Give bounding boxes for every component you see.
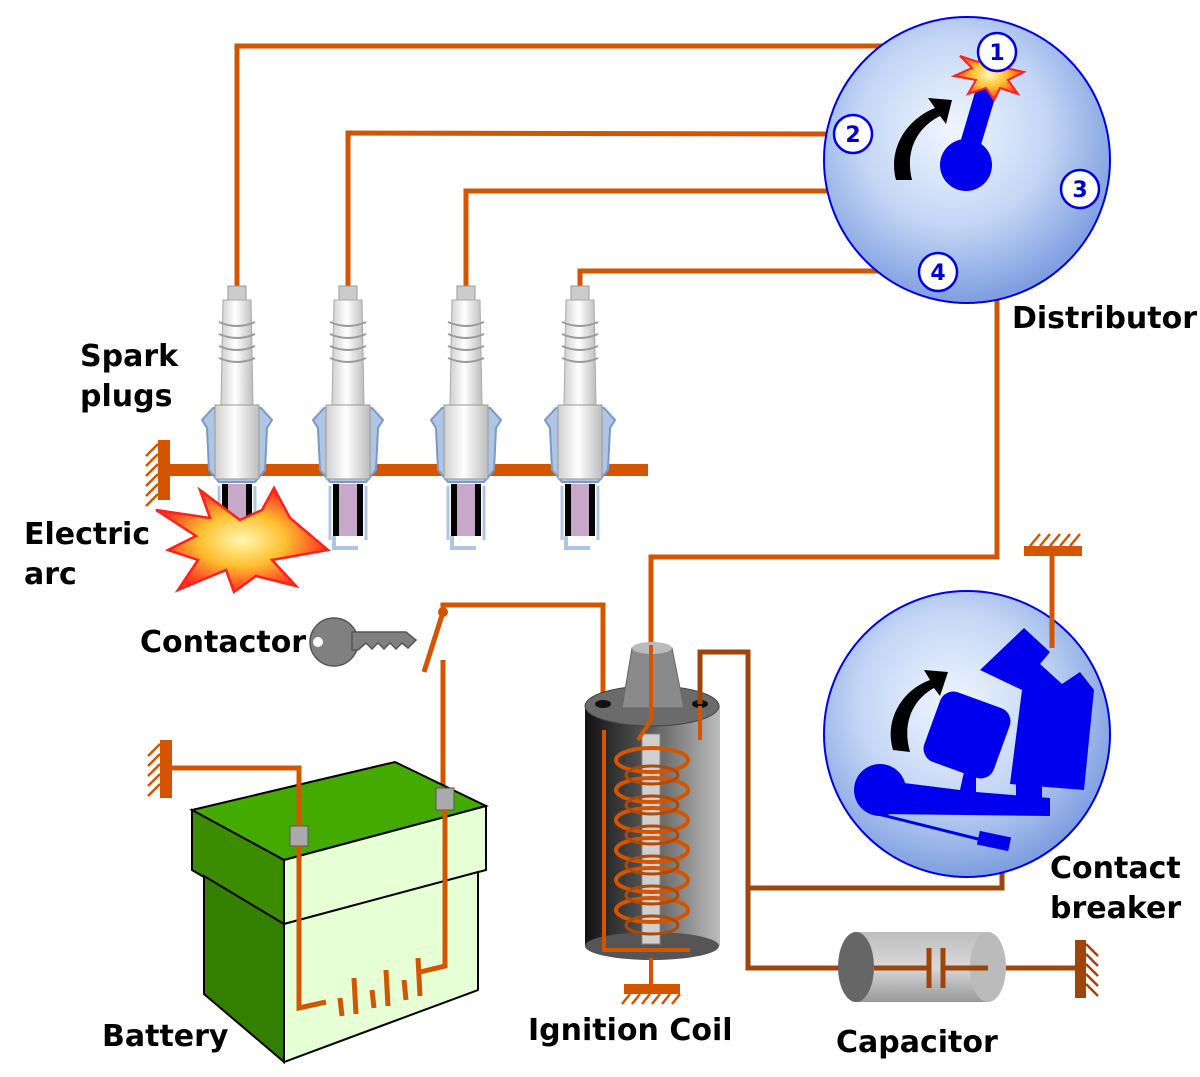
contact-breaker-label-line2: breaker xyxy=(1050,891,1181,926)
spark-plug-2 xyxy=(311,284,385,550)
spark-plug-1 xyxy=(200,285,274,550)
capacitor-label: Capacitor xyxy=(836,1025,998,1060)
lead-4 xyxy=(577,268,918,290)
distributor-terminal-1: 1 xyxy=(976,31,1018,73)
contactor-switch xyxy=(421,607,448,673)
spark-plugs-label-line2: plugs xyxy=(80,379,172,414)
spark-plug-4 xyxy=(543,284,617,550)
contact-breaker-label-line1: Contact xyxy=(1050,851,1181,886)
distributor-terminal-4: 4 xyxy=(917,251,959,293)
lead-2 xyxy=(345,130,834,290)
distributor-terminal-3: 3 xyxy=(1059,168,1101,210)
svg-text:3: 3 xyxy=(1072,178,1087,203)
rotor-arm xyxy=(940,82,998,191)
ht-leads xyxy=(234,43,1060,645)
battery-label: Battery xyxy=(102,1019,229,1054)
capacitor xyxy=(838,932,1099,1002)
distributor-label: Distributor xyxy=(1012,301,1197,336)
svg-text:2: 2 xyxy=(845,123,860,148)
svg-text:1: 1 xyxy=(989,41,1004,66)
key-icon xyxy=(309,617,418,667)
battery xyxy=(147,740,489,1065)
contact-breaker xyxy=(823,533,1111,878)
contactor-wires xyxy=(440,602,606,798)
rotation-arrow-icon xyxy=(894,98,952,180)
electric-arc-label-line2: arc xyxy=(24,557,77,592)
breaker-rotation-arrow-icon xyxy=(890,670,948,752)
distributor-terminal-2: 2 xyxy=(832,113,874,155)
svg-text:4: 4 xyxy=(930,261,945,286)
electric-arc-spark-icon xyxy=(155,485,331,594)
spark-plug-3 xyxy=(429,284,503,550)
lead-1 xyxy=(234,43,985,290)
ignition-coil xyxy=(584,642,720,1005)
engine-ground-bar xyxy=(145,440,648,507)
ignition-coil-label: Ignition Coil xyxy=(528,1013,733,1048)
electric-arc-label-line1: Electric xyxy=(24,517,150,552)
distributor: 1 2 3 4 xyxy=(823,16,1111,304)
spark-plugs-label-line1: Spark xyxy=(80,339,179,374)
contactor-label: Contactor xyxy=(140,625,306,660)
